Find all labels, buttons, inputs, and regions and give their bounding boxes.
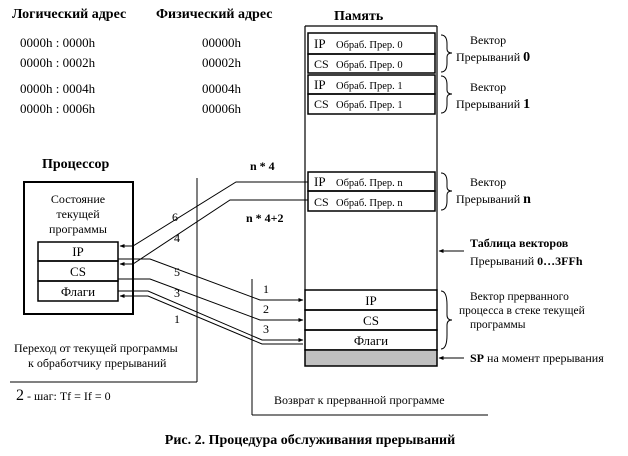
memory-column: IP Обраб. Прер. 0 CS Обраб. Прер. 0 IP О…	[304, 25, 438, 367]
pop-flags-arrow	[119, 294, 303, 345]
return-caption: Возврат к прерванной программе	[274, 393, 445, 407]
vector-label: Вектор	[470, 80, 506, 94]
physical-address: 00006h	[202, 101, 242, 116]
stack-cell-label: CS	[363, 313, 379, 328]
memory-cell-desc: Обраб. Прер. 1	[336, 100, 403, 111]
step-number: 5	[174, 265, 180, 279]
physical-address: 00000h	[202, 35, 242, 50]
push-ip-arrow	[118, 258, 304, 302]
state-label: программы	[49, 222, 107, 236]
step-number: 3	[263, 322, 269, 336]
memory-cell-reg: IP	[314, 36, 326, 51]
push-cs-arrow	[118, 278, 304, 322]
logical-address: 0000h : 0002h	[20, 55, 96, 70]
stack-cell-label: IP	[365, 293, 377, 308]
physical-address: 00004h	[202, 81, 242, 96]
memory-cell-reg: CS	[314, 57, 329, 71]
step-number: 1	[174, 312, 180, 326]
memory-cell-cs-1	[307, 93, 436, 115]
vector-label: Прерываний 1	[456, 97, 530, 112]
logical-address-header: Логический адрес	[12, 7, 126, 22]
transition-caption: к обработчику прерываний	[28, 356, 167, 370]
physical-address: 00002h	[202, 55, 242, 70]
state-label: Состояние	[51, 192, 105, 206]
memory-cell-reg: CS	[314, 195, 329, 209]
memory-cell-cs-n	[307, 190, 436, 212]
step-number: 6	[172, 210, 178, 224]
vector-braces	[440, 34, 453, 211]
memory-cell-desc: Обраб. Прер. n	[336, 198, 403, 209]
memory-header: Память	[334, 9, 384, 24]
offset-ip-label: n * 4	[250, 159, 275, 173]
memory-cell-reg: IP	[314, 174, 326, 189]
stack-top-cell	[304, 349, 438, 367]
load-cs-arrow	[119, 199, 308, 266]
step-number: 3	[174, 286, 180, 300]
register-label: Флаги	[61, 284, 95, 299]
sp-label: SP на момент прерывания	[470, 351, 604, 365]
push-flags-arrow	[118, 290, 304, 342]
step-number: 2	[263, 302, 269, 316]
register-label: CS	[70, 264, 86, 279]
step-number: 1	[263, 282, 269, 296]
state-label: текущей	[56, 207, 100, 221]
step-number: 4	[174, 231, 180, 245]
memory-cell-reg: CS	[314, 97, 329, 111]
vector-label: Вектор	[470, 175, 506, 189]
memory-cell-reg: IP	[314, 77, 326, 92]
stack-cell-label: Флаги	[354, 333, 388, 348]
processor-title: Процессор	[42, 157, 110, 172]
table-label: Таблица векторов	[470, 236, 569, 250]
physical-address-header: Физический адрес	[156, 7, 272, 22]
logical-address: 0000h : 0006h	[20, 101, 96, 116]
stack-label: процесса в стеке текущей	[459, 305, 585, 317]
stack-label: Вектор прерванного	[470, 291, 569, 303]
stack-label: программы	[470, 319, 526, 331]
address-table: 0000h : 0000h 00000h 0000h : 0002h 00002…	[20, 35, 242, 116]
processor-box	[23, 181, 134, 315]
memory-cell-desc: Обраб. Прер. n	[336, 178, 403, 189]
vector-label: Прерываний n	[456, 192, 531, 207]
figure-caption: Рис. 2. Процедура обслуживания прерывани…	[165, 433, 455, 448]
logical-address: 0000h : 0004h	[20, 81, 96, 96]
table-label: Прерываний 0…3FFh	[470, 254, 583, 268]
memory-cell-desc: Обраб. Прер. 1	[336, 81, 403, 92]
memory-cell-cs-0	[307, 53, 436, 74]
register-label: IP	[72, 244, 84, 259]
step2-caption: 2 - шаг: Tf = If = 0	[16, 387, 111, 404]
stack-brace	[440, 290, 453, 350]
memory-cell-desc: Обраб. Прер. 0	[336, 40, 403, 51]
offset-cs-label: n * 4+2	[246, 211, 284, 225]
memory-cell-desc: Обраб. Прер. 0	[336, 60, 403, 71]
transition-caption: Переход от текущей программы	[14, 341, 178, 355]
load-ip-arrow	[119, 181, 308, 248]
vector-label: Вектор	[470, 33, 506, 47]
vector-label: Прерываний 0	[456, 50, 530, 65]
logical-address: 0000h : 0000h	[20, 35, 96, 50]
